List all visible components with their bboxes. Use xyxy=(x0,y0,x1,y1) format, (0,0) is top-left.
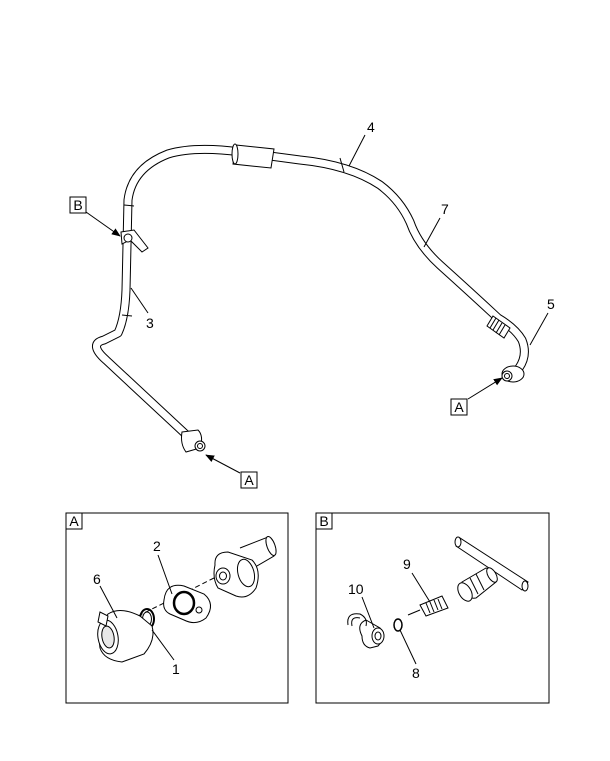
ref-box-a-left: A xyxy=(240,471,258,489)
callout-9: 9 xyxy=(403,556,411,572)
leader-10 xyxy=(361,596,375,629)
leader-5 xyxy=(529,312,549,346)
ref-label-a-left: A xyxy=(244,472,254,488)
ref-arrow-a-left xyxy=(205,454,241,474)
callout-10: 10 xyxy=(348,581,364,597)
leader-2 xyxy=(157,554,173,595)
leader-9 xyxy=(411,572,431,603)
left-end-fitting xyxy=(181,429,206,453)
detail-panel-a: A 2 1 6 xyxy=(65,512,289,704)
ref-label-a-right: A xyxy=(454,399,464,415)
leader-7 xyxy=(423,217,441,248)
detail-label-a: A xyxy=(69,513,79,529)
right-crimp-fitting xyxy=(486,315,511,339)
ref-box-b: B xyxy=(69,196,87,214)
callout-6: 6 xyxy=(93,571,101,587)
callout-5: 5 xyxy=(547,296,555,312)
ref-box-a-right: A xyxy=(450,398,468,416)
ref-arrow-a-right xyxy=(467,377,503,400)
hose-joint xyxy=(121,314,133,317)
hose-sleeve xyxy=(231,143,275,169)
callout-1: 1 xyxy=(172,661,180,677)
right-end-fitting xyxy=(501,365,525,383)
leader-4 xyxy=(348,134,366,167)
detail-panel-b: B 9 8 10 xyxy=(315,512,550,704)
hose-clip xyxy=(120,229,149,253)
hose-joint xyxy=(339,157,345,173)
callout-8: 8 xyxy=(412,665,420,681)
leader-3 xyxy=(130,287,149,314)
leader-1 xyxy=(151,629,175,661)
ref-label-b: B xyxy=(73,197,82,213)
detail-label-b: B xyxy=(319,513,328,529)
leader-6 xyxy=(99,585,118,619)
leader-8 xyxy=(399,629,417,665)
callout-7: 7 xyxy=(441,201,449,217)
main-hose xyxy=(92,144,529,446)
callout-4: 4 xyxy=(367,119,375,135)
callout-2: 2 xyxy=(153,538,161,554)
ref-arrow-b xyxy=(85,211,121,237)
callout-3: 3 xyxy=(146,315,154,331)
hose-joint xyxy=(123,204,135,207)
